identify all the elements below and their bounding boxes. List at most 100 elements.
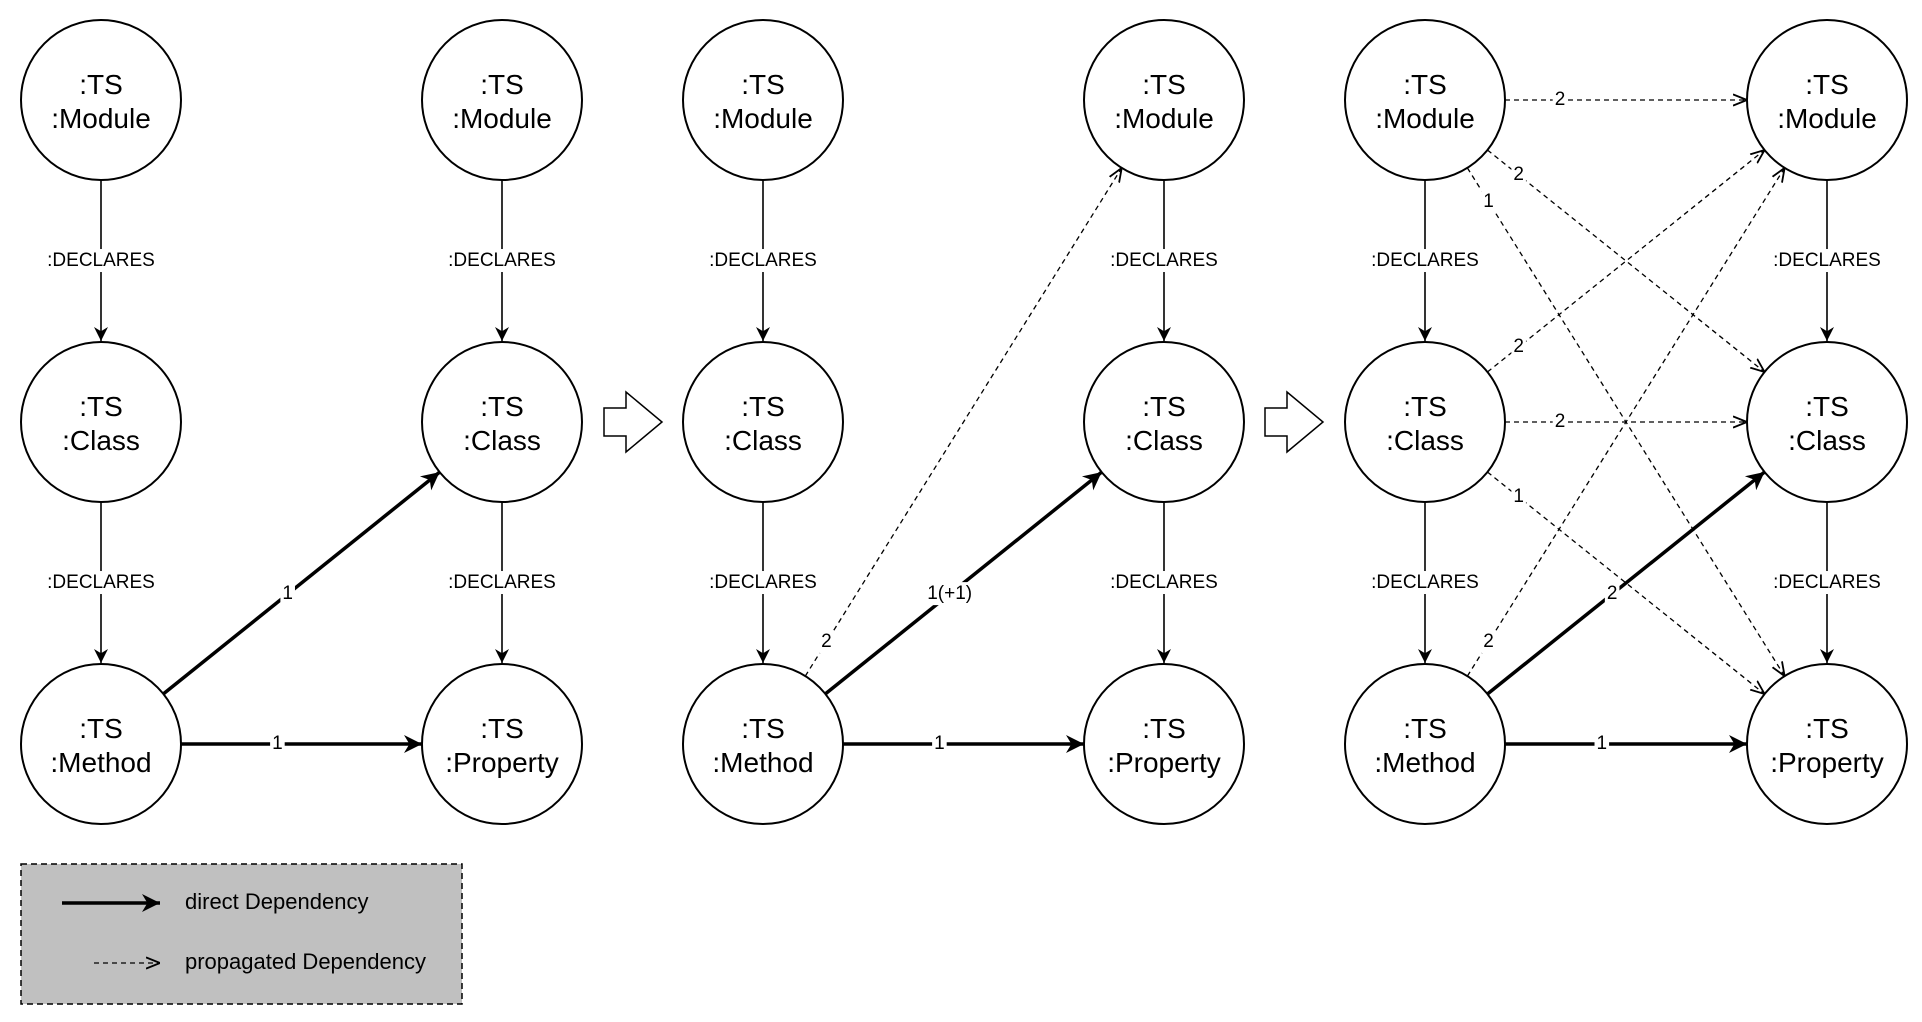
node-prefix: :TS bbox=[741, 391, 785, 422]
node-circle bbox=[421, 341, 583, 503]
node-type: :Class bbox=[1788, 425, 1866, 456]
node-type: :Method bbox=[50, 747, 151, 778]
propagated-dependency-label: 2 bbox=[821, 631, 832, 652]
propagated-dependency-label: 2 bbox=[1483, 631, 1494, 652]
declares-label-background bbox=[446, 249, 558, 273]
direct-dependency-label-background bbox=[1604, 582, 1620, 606]
declares-label: :DECLARES bbox=[1773, 572, 1881, 593]
node-type: :Module bbox=[51, 103, 151, 134]
declares-label-background bbox=[1369, 249, 1481, 273]
node-module: :TS:Module bbox=[421, 19, 583, 181]
nodes-layer: :TS:Module:TS:Class:TS:Method:TS:Module:… bbox=[20, 19, 1908, 825]
direct-dependency-label: 1 bbox=[1597, 733, 1608, 754]
node-prefix: :TS bbox=[79, 713, 123, 744]
declares-label-background bbox=[1108, 571, 1220, 595]
node-circle bbox=[20, 341, 182, 503]
node-prefix: :TS bbox=[1805, 69, 1849, 100]
propagated-dependency-label-background bbox=[1481, 189, 1496, 213]
node-prefix: :TS bbox=[1805, 713, 1849, 744]
node-module: :TS:Module bbox=[1344, 19, 1506, 181]
propagated-dependency-label-background bbox=[1511, 334, 1526, 358]
declares-label: :DECLARES bbox=[448, 250, 556, 271]
node-prefix: :TS bbox=[741, 713, 785, 744]
node-prefix: :TS bbox=[1142, 391, 1186, 422]
propagated-dependency-edge bbox=[1466, 168, 1784, 677]
direct-dependency-edge bbox=[1486, 470, 1766, 696]
legend-box bbox=[20, 863, 463, 1005]
node-property: :TS:Property bbox=[421, 663, 583, 825]
direct-dependency-label-background bbox=[925, 582, 975, 606]
declares-label-background bbox=[707, 249, 819, 273]
node-circle bbox=[20, 663, 182, 825]
node-prefix: :TS bbox=[1805, 391, 1849, 422]
propagated-dependency-label: 2 bbox=[1555, 411, 1566, 432]
direct-dependency-label: 1 bbox=[934, 733, 945, 754]
propagated-dependency-label-background bbox=[1481, 630, 1496, 654]
declares-label: :DECLARES bbox=[1110, 572, 1218, 593]
node-prefix: :TS bbox=[1403, 69, 1447, 100]
declares-label-background bbox=[1771, 249, 1883, 273]
node-circle bbox=[682, 19, 844, 181]
transition-arrow-icon bbox=[603, 390, 664, 454]
declares-label-background bbox=[446, 571, 558, 595]
node-circle bbox=[1083, 663, 1245, 825]
node-circle bbox=[20, 19, 182, 181]
node-prefix: :TS bbox=[480, 391, 524, 422]
node-circle bbox=[1746, 19, 1908, 181]
node-circle bbox=[421, 663, 583, 825]
declares-label: :DECLARES bbox=[1110, 250, 1218, 271]
edges-layer bbox=[94, 100, 1834, 753]
node-class: :TS:Class bbox=[1083, 341, 1245, 503]
legend-propagated-label: propagated Dependency bbox=[185, 949, 426, 974]
node-prefix: :TS bbox=[1142, 69, 1186, 100]
propagated-dependency-label-background bbox=[1552, 88, 1568, 112]
propagated-dependency-label: 1 bbox=[1513, 486, 1524, 507]
node-type: :Property bbox=[1770, 747, 1884, 778]
legend-direct-label: direct Dependency bbox=[185, 889, 368, 914]
node-module: :TS:Module bbox=[682, 19, 844, 181]
node-circle bbox=[1344, 341, 1506, 503]
labels-layer: :DECLARES :DECLARES :DECLARES :DECLARES 1 1 :D… bbox=[45, 88, 1883, 756]
node-module: :TS:Module bbox=[1746, 19, 1908, 181]
direct-dependency-edge bbox=[162, 470, 441, 696]
declares-label: :DECLARES bbox=[1371, 572, 1479, 593]
node-class: :TS:Class bbox=[1746, 341, 1908, 503]
declares-label: :DECLARES bbox=[1371, 250, 1479, 271]
node-type: :Class bbox=[1125, 425, 1203, 456]
node-type: :Module bbox=[1777, 103, 1877, 134]
declares-label-background bbox=[1369, 571, 1481, 595]
node-prefix: :TS bbox=[1403, 713, 1447, 744]
node-prefix: :TS bbox=[741, 69, 785, 100]
declares-label-background bbox=[1771, 571, 1883, 595]
direct-dependency-label: 1 bbox=[272, 733, 283, 754]
node-module: :TS:Module bbox=[1083, 19, 1245, 181]
node-circle bbox=[1746, 341, 1908, 503]
direct-dependency-label-background bbox=[1594, 732, 1610, 756]
declares-label-background bbox=[45, 249, 157, 273]
node-prefix: :TS bbox=[79, 391, 123, 422]
node-type: :Class bbox=[62, 425, 140, 456]
declares-label-background bbox=[707, 571, 819, 595]
propagated-dependency-label-background bbox=[1511, 163, 1526, 187]
node-prefix: :TS bbox=[1142, 713, 1186, 744]
propagated-dependency-label: 2 bbox=[1513, 336, 1524, 357]
node-type: :Method bbox=[1374, 747, 1475, 778]
direct-dependency-label: 2 bbox=[1607, 583, 1618, 604]
node-circle bbox=[421, 19, 583, 181]
declares-label-background bbox=[45, 571, 157, 595]
node-prefix: :TS bbox=[480, 69, 524, 100]
declares-label: :DECLARES bbox=[1773, 250, 1881, 271]
node-class: :TS:Class bbox=[1344, 341, 1506, 503]
node-type: :Module bbox=[452, 103, 552, 134]
node-circle bbox=[1083, 341, 1245, 503]
declares-label: :DECLARES bbox=[448, 572, 556, 593]
node-method: :TS:Method bbox=[682, 663, 844, 825]
declares-label: :DECLARES bbox=[709, 572, 817, 593]
direct-dependency-label-background bbox=[270, 732, 285, 756]
node-circle bbox=[1083, 19, 1245, 181]
node-class: :TS:Class bbox=[20, 341, 182, 503]
node-type: :Property bbox=[1107, 747, 1221, 778]
node-prefix: :TS bbox=[1403, 391, 1447, 422]
direct-dependency-label-background bbox=[280, 582, 295, 606]
node-method: :TS:Method bbox=[1344, 663, 1506, 825]
